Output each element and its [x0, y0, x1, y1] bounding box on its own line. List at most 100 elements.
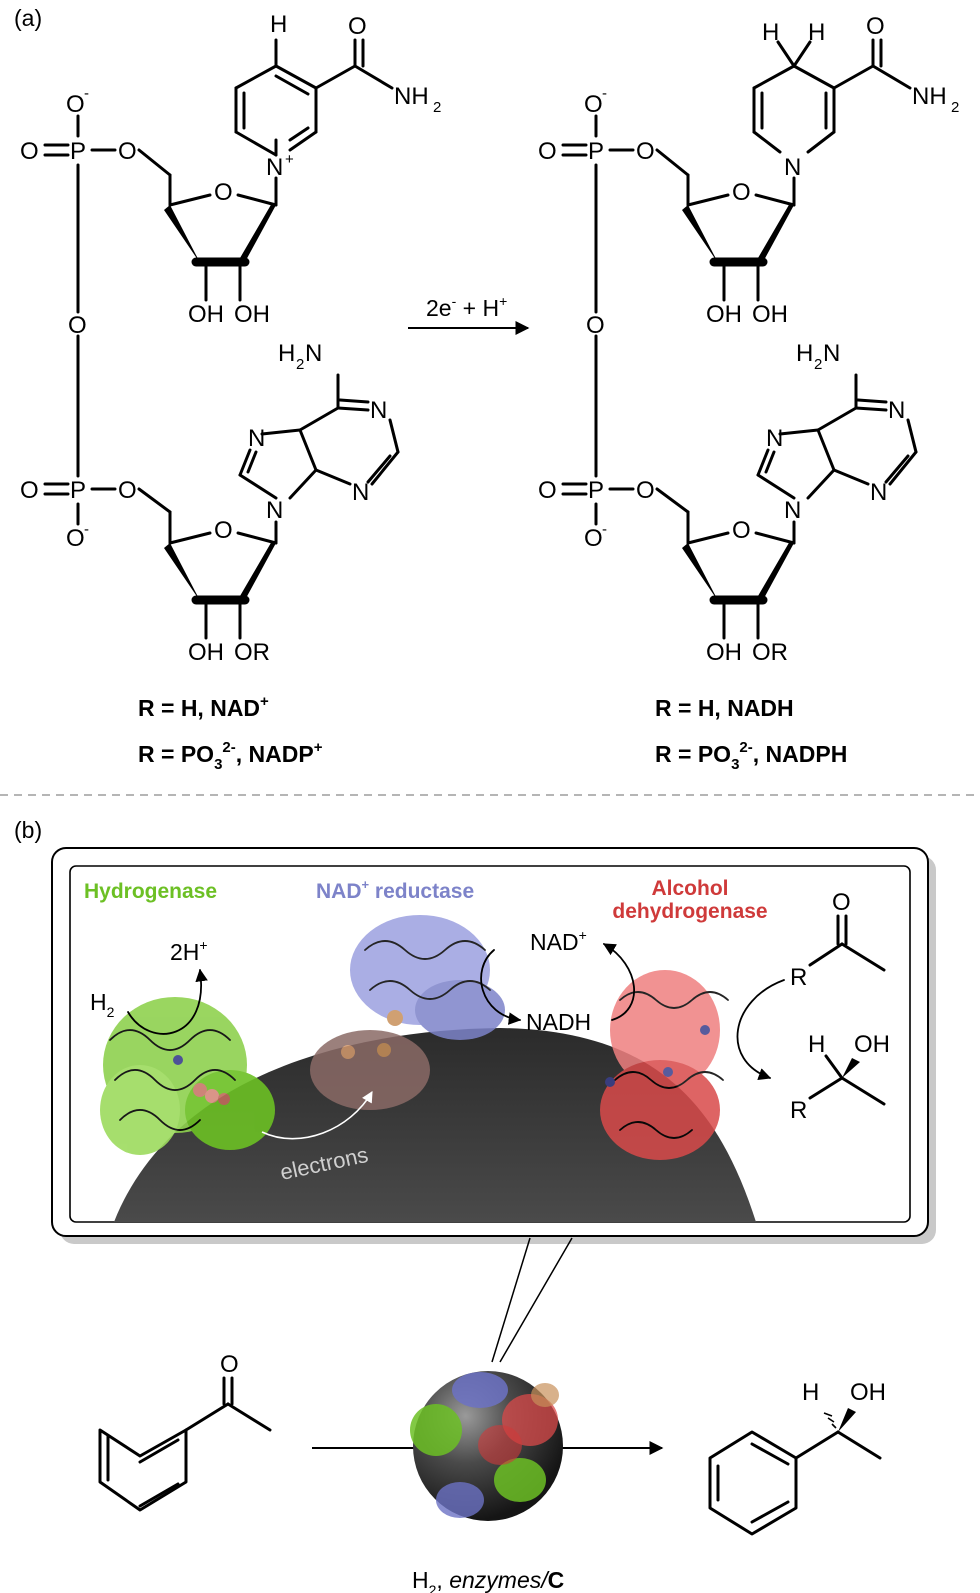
- svg-text:N: N: [784, 154, 801, 181]
- svg-text:P: P: [70, 477, 86, 504]
- svg-text:H: H: [808, 1031, 825, 1058]
- alcohol-structure: H OH R: [790, 1031, 890, 1124]
- svg-text:R: R: [790, 964, 807, 991]
- bottom-caption: H2, enzymes/C: [412, 1567, 564, 1593]
- nadh-oxidation-arrow: [602, 943, 635, 1021]
- svg-text:NH: NH: [394, 83, 429, 110]
- alcohol-dehydrogenase-label-2: dehydrogenase: [612, 900, 767, 923]
- svg-text:N: N: [266, 154, 283, 181]
- svg-text:O: O: [584, 91, 603, 118]
- svg-text:O: O: [66, 91, 85, 118]
- nad-plus-atoms: O - O P O O O P O O - O H O NH 2 N + OH …: [20, 11, 441, 666]
- svg-text:R = PO32-, NADPH: R = PO32-, NADPH: [655, 739, 847, 773]
- svg-text:R = PO32-, NADP+: R = PO32-, NADP+: [138, 739, 323, 773]
- electron-flow-arrow: [261, 1091, 373, 1140]
- hydrogenase-protein: [100, 997, 275, 1155]
- svg-text:H: H: [278, 340, 295, 367]
- phenylethanol-structure: H OH: [708, 1379, 886, 1536]
- svg-text:OR: OR: [234, 639, 270, 666]
- svg-text:P: P: [588, 477, 604, 504]
- arrow-text-e: 2e: [426, 295, 452, 321]
- svg-text:-: -: [84, 85, 89, 102]
- svg-text:O: O: [118, 138, 137, 165]
- panel-a-label: (a): [14, 5, 42, 31]
- svg-text:O: O: [732, 179, 751, 206]
- zoom-line-left: [491, 1237, 531, 1363]
- panel-b-label: (b): [14, 817, 42, 843]
- nad-plus-structure: [43, 38, 400, 640]
- svg-text:O: O: [586, 312, 605, 339]
- svg-text:2: 2: [296, 356, 304, 373]
- svg-text:O: O: [20, 138, 39, 165]
- svg-text:-: -: [84, 521, 89, 538]
- h2-label: H2: [90, 989, 115, 1020]
- svg-text:N: N: [870, 479, 887, 506]
- svg-text:O: O: [866, 13, 885, 40]
- nad-reductase-protein: [310, 915, 505, 1110]
- svg-text:OH: OH: [188, 301, 224, 328]
- svg-text:N: N: [266, 497, 283, 524]
- alcohol-dehydrogenase-label-1: Alcohol: [652, 877, 729, 900]
- svg-text:N: N: [305, 340, 322, 367]
- ketone-reduction-arrow: [736, 979, 785, 1081]
- svg-text:OH: OH: [188, 639, 224, 666]
- svg-text:O: O: [66, 525, 85, 552]
- alcohol-dehydrogenase-protein: [600, 970, 729, 1160]
- svg-text:2: 2: [951, 99, 959, 116]
- svg-text:O: O: [732, 517, 751, 544]
- svg-text:O: O: [348, 13, 367, 40]
- svg-text:H: H: [802, 1379, 819, 1406]
- nad-plus-label: NAD+: [530, 927, 587, 955]
- zoom-line-right: [499, 1237, 573, 1363]
- svg-text:H: H: [270, 11, 287, 38]
- svg-text:N: N: [248, 425, 265, 452]
- svg-text:NH: NH: [912, 83, 947, 110]
- svg-text:OR: OR: [752, 639, 788, 666]
- two-h-plus-label: 2H+: [170, 937, 208, 965]
- svg-text:OH: OH: [706, 301, 742, 328]
- svg-text:R = H, NADH: R = H, NADH: [655, 695, 794, 721]
- nadh-structure: [561, 38, 918, 640]
- svg-text:OH: OH: [752, 301, 788, 328]
- enzyme-coated-particle: [410, 1371, 563, 1521]
- svg-text:2: 2: [433, 99, 441, 116]
- svg-text:O: O: [118, 477, 137, 504]
- svg-text:2e- + H+: 2e- + H+: [426, 293, 507, 321]
- svg-text:OH: OH: [854, 1031, 890, 1058]
- carbon-support-dome: [114, 1028, 756, 1222]
- ketone-structure: O R: [790, 889, 886, 991]
- svg-text:O: O: [220, 1351, 239, 1378]
- svg-text:P: P: [70, 138, 86, 165]
- svg-text:N: N: [370, 397, 387, 424]
- svg-text:R = H, NAD+: R = H, NAD+: [138, 693, 269, 721]
- svg-text:N: N: [784, 497, 801, 524]
- svg-text:N: N: [823, 340, 840, 367]
- svg-text:N: N: [352, 479, 369, 506]
- svg-text:N: N: [766, 425, 783, 452]
- svg-text:O: O: [584, 525, 603, 552]
- nad-reductase-label: NAD+ reductase: [316, 877, 474, 903]
- acetophenone-structure: O: [98, 1351, 272, 1512]
- svg-text:R: R: [790, 1097, 807, 1124]
- reaction-arrow: 2e- + H+: [408, 293, 530, 335]
- svg-text:H: H: [762, 19, 779, 46]
- svg-text:+: +: [285, 151, 294, 168]
- nadh-label: NADH: [526, 1009, 591, 1035]
- svg-text:H: H: [808, 19, 825, 46]
- svg-text:O: O: [636, 477, 655, 504]
- svg-text:O: O: [538, 477, 557, 504]
- svg-text:OH: OH: [706, 639, 742, 666]
- svg-text:OH: OH: [850, 1379, 886, 1406]
- right-caption: R = H, NADH R = PO32-, NADPH: [655, 695, 847, 773]
- svg-text:O: O: [68, 312, 87, 339]
- svg-text:O: O: [214, 517, 233, 544]
- svg-text:P: P: [588, 138, 604, 165]
- nadh-atoms: O - O P O O O P O O - O H H O NH 2 N OH …: [538, 13, 959, 666]
- svg-text:O: O: [214, 179, 233, 206]
- hydrogenase-label: Hydrogenase: [84, 880, 217, 903]
- svg-text:O: O: [538, 138, 557, 165]
- h2-oxidation-arrow: [127, 968, 208, 1035]
- svg-text:N: N: [888, 397, 905, 424]
- svg-text:OH: OH: [234, 301, 270, 328]
